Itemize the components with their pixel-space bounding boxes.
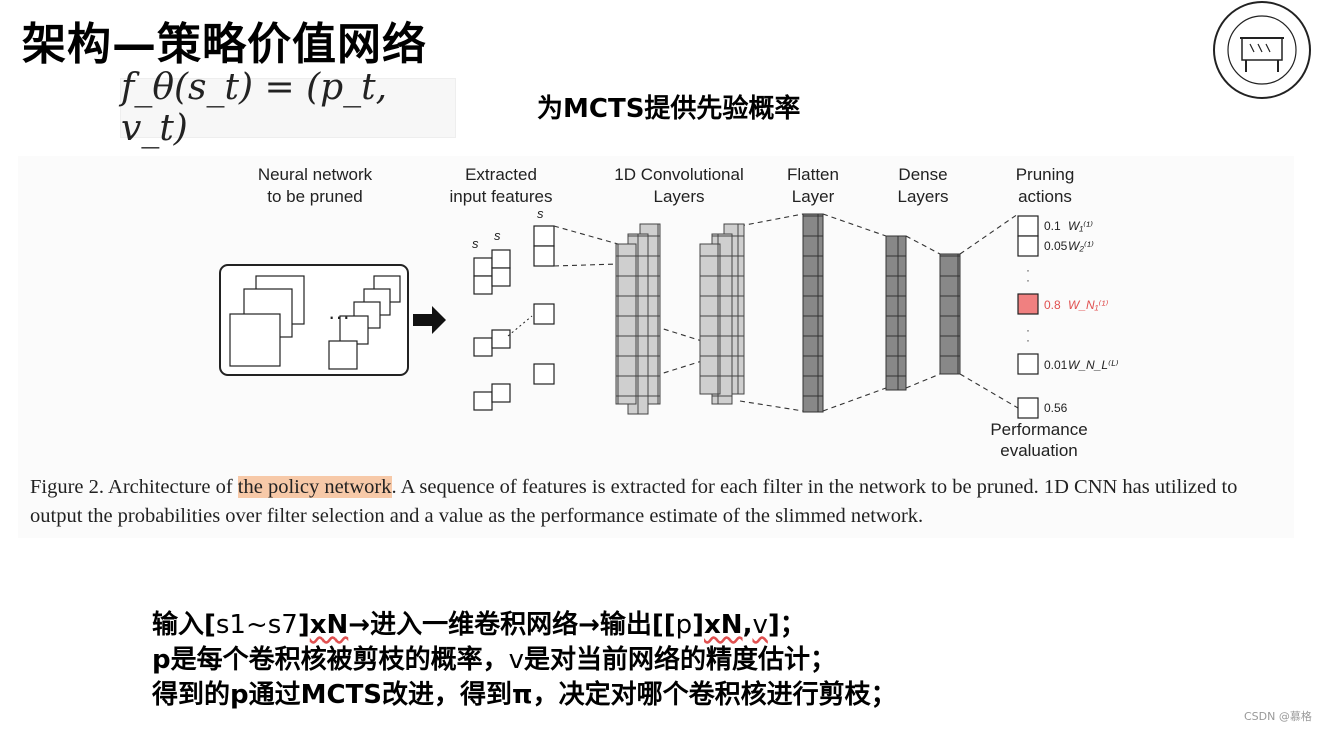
label-perf-2: evaluation: [1000, 441, 1078, 460]
svg-text:s: s: [494, 228, 501, 243]
policy-network-diagram: Neural network to be pruned Extracted in…: [219, 165, 1118, 460]
figure-caption: Figure 2. Architecture of the policy net…: [30, 473, 1294, 531]
perf-value: 0.56: [1044, 401, 1068, 415]
formula: f_θ(s_t) = (p_t, v_t): [120, 67, 456, 149]
caption-highlight: the policy network: [237, 476, 392, 498]
action-value-4: 0.01: [1044, 358, 1068, 372]
dense-layer-1: [885, 235, 907, 391]
label-conv-2: Layers: [653, 187, 704, 206]
action-weight-4: W_N_L⁽ᴸ⁾: [1068, 358, 1118, 372]
label-nn-1: Neural network: [258, 165, 373, 184]
action-box-4: [1017, 353, 1039, 375]
right-arrow-icon: [413, 306, 446, 334]
ellipsis: ···: [328, 304, 350, 329]
perf-box: [1017, 397, 1039, 419]
flatten-layer: [802, 213, 824, 413]
caption-after: . A sequence of features is extracted fo…: [30, 476, 1238, 527]
label-ef-1: Extracted: [465, 165, 537, 184]
action-value-2: 0.05: [1044, 239, 1068, 253]
note-line-3: 得到的p通过MCTS改进，得到π，决定对哪个卷积核进行剪枝；: [152, 680, 897, 710]
note-line-1: 输入[s1~s7]xN→进入一维卷积网络→输出[[p]xN,v]；: [152, 610, 806, 640]
label-conv-1: 1D Convolutional: [614, 165, 743, 184]
label-flat-2: Layer: [792, 187, 835, 206]
notes: 输入[s1~s7]xN→进入一维卷积网络→输出[[p]xN,v]； p是每个卷积…: [152, 608, 897, 713]
action-value-3: 0.8: [1044, 298, 1061, 312]
conv-stack-2a: [699, 243, 721, 395]
watermark: CSDN @慕格: [1244, 710, 1312, 723]
label-nn-2: to be pruned: [267, 187, 362, 206]
caption-before: Figure 2. Architecture of: [30, 476, 238, 498]
svg-text:·: ·: [1026, 273, 1030, 287]
svg-text:·: ·: [1026, 323, 1030, 337]
slide-title: 架构—策略价值网络: [22, 19, 427, 70]
figure-panel: Neural network to be pruned Extracted in…: [18, 156, 1294, 538]
label-ef-2: input features: [449, 187, 552, 206]
svg-text:·: ·: [1026, 263, 1030, 277]
dense-layer-2: [939, 253, 961, 375]
label-dense-2: Layers: [897, 187, 948, 206]
label-prune-2: actions: [1018, 187, 1072, 206]
action-box-2: [1017, 235, 1039, 257]
action-weight-1: W₁⁽¹⁾: [1068, 219, 1093, 233]
svg-text:s: s: [472, 236, 479, 251]
label-flat-1: Flatten: [787, 165, 839, 184]
action-value-1: 0.1: [1044, 219, 1061, 233]
university-seal-icon: [1213, 1, 1311, 99]
label-dense-1: Dense: [898, 165, 947, 184]
label-prune-1: Pruning: [1016, 165, 1075, 184]
svg-text:·: ·: [1026, 333, 1030, 347]
conv-stack-1a: [615, 243, 637, 405]
label-perf-1: Performance: [990, 420, 1087, 439]
action-box-3: [1017, 293, 1039, 315]
action-weight-2: W₂⁽¹⁾: [1068, 239, 1094, 253]
subtitle: 为MCTS提供先验概率: [537, 94, 801, 124]
note-line-2: p是每个卷积核被剪枝的概率，v是对当前网络的精度估计；: [152, 645, 837, 675]
action-weight-3: W_N₁⁽¹⁾: [1068, 298, 1108, 312]
svg-text:s: s: [537, 206, 544, 221]
action-box-1: [1017, 215, 1039, 237]
